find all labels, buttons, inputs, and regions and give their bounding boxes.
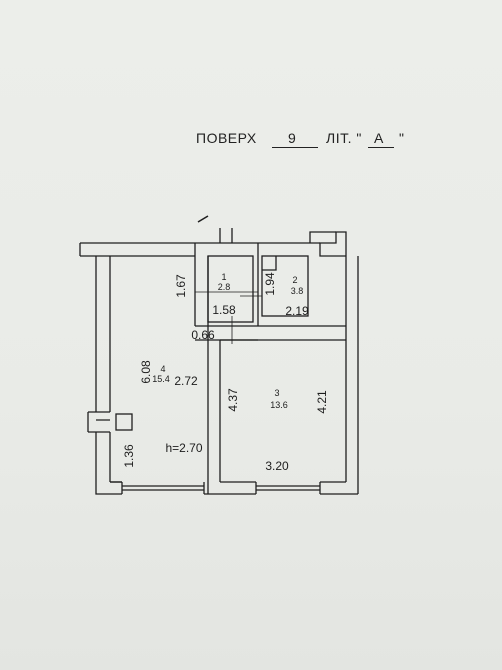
- room1-number: 1: [221, 272, 226, 282]
- wall-partition-4-3: [207, 340, 221, 494]
- room1-vent: [219, 228, 233, 243]
- room2-niche: [262, 256, 277, 271]
- wall-top-left: [80, 242, 195, 257]
- room2-area: 3.8: [291, 286, 304, 296]
- room1-area: 2.8: [218, 282, 231, 292]
- dim-doorway: 0.66: [191, 328, 215, 342]
- room4-number: 4: [160, 364, 165, 374]
- dim-room4-lower: 1.36: [122, 444, 136, 468]
- dim-room1-height: 1.67: [174, 274, 188, 298]
- wall-room2-top: [257, 242, 320, 326]
- dim-room3-right: 4.21: [315, 390, 329, 414]
- dim-room3-left: 4.37: [226, 388, 240, 412]
- dim-room2-height: 1.94: [263, 272, 277, 296]
- wall-left-upper: [95, 256, 111, 412]
- floor-underline: [272, 147, 318, 148]
- window-room3: [255, 482, 321, 494]
- dim-room2-width: 2.19: [285, 304, 309, 318]
- dim-room3-width: 3.20: [265, 459, 289, 473]
- column-left: [115, 413, 133, 431]
- dim-room4-length: 6.08: [139, 360, 153, 384]
- wall-right-top: [319, 231, 347, 257]
- room4-area: 15.4: [152, 374, 170, 384]
- wall-bottom-left-corner: [95, 481, 122, 495]
- lit-label: ЛІТ. ": [326, 130, 362, 146]
- wall-left-notch: [87, 411, 110, 433]
- room2-inner: [261, 255, 309, 317]
- room3-number: 3: [274, 388, 279, 398]
- floor-label: ПОВЕРХ: [196, 130, 257, 146]
- dim-room1-width: 1.58: [212, 303, 236, 317]
- floor-value: 9: [288, 130, 297, 146]
- lit-underline: [368, 147, 394, 148]
- lit-close-quote: ": [399, 130, 405, 146]
- wall-room3-bottom-left: [204, 481, 256, 495]
- pen-mark: [197, 215, 209, 223]
- wall-room3-bottom-right: [320, 481, 358, 495]
- wall-left-lower: [95, 432, 111, 482]
- ceiling-height: h=2.70: [165, 441, 202, 455]
- room1-outline: [207, 255, 254, 323]
- plan-walls: [79, 215, 359, 495]
- dim-room4-width: 2.72: [174, 374, 198, 388]
- wall-right-top-ledge: [309, 231, 336, 243]
- room2-number: 2: [292, 275, 297, 285]
- plan-header: ПОВЕРХ 9 ЛІТ. " А ": [196, 130, 456, 152]
- lit-value: А: [374, 130, 384, 146]
- wall-right: [345, 256, 359, 494]
- window-room4: [121, 482, 204, 494]
- room3-area: 13.6: [270, 400, 288, 410]
- wall-room2-bottom: [258, 325, 346, 341]
